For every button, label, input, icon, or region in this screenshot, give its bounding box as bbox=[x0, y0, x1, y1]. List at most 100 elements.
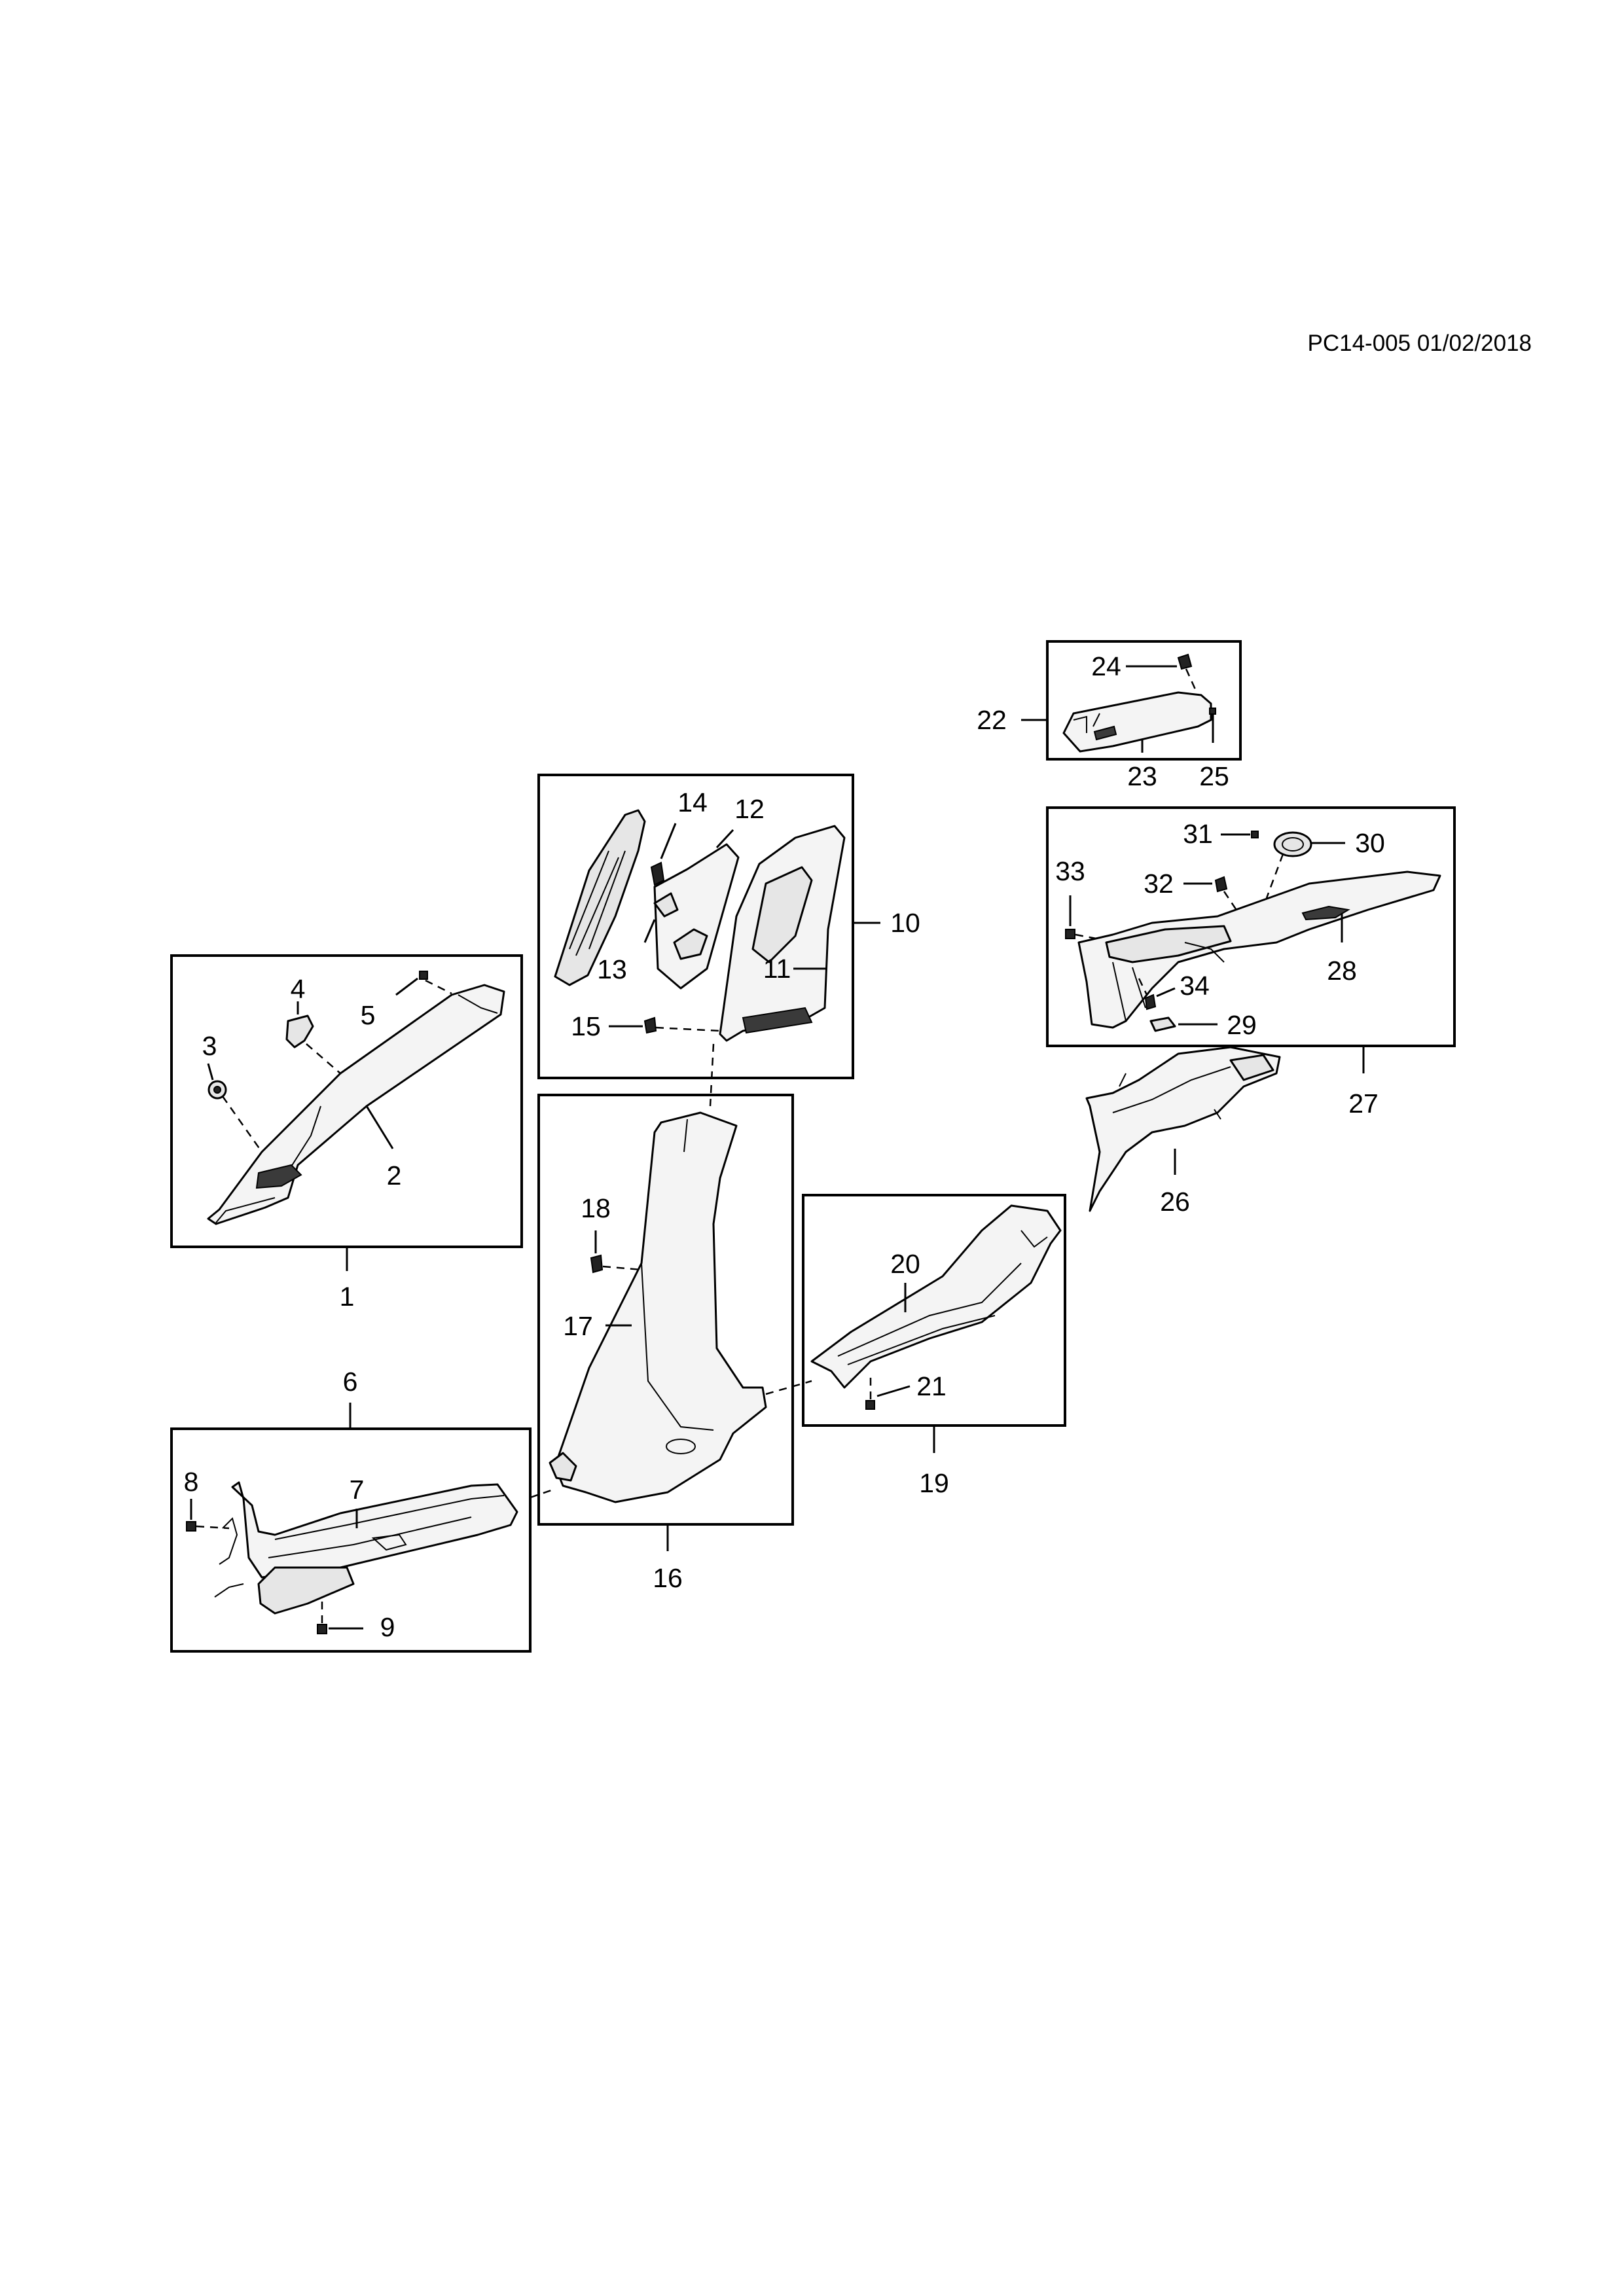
fastener-25 bbox=[1209, 708, 1216, 715]
fastener-5 bbox=[419, 971, 428, 980]
callout-2[interactable]: 2 bbox=[387, 1160, 402, 1191]
trim-26-tabs bbox=[1119, 1073, 1221, 1120]
leader-2 bbox=[365, 1105, 394, 1149]
b-pillar-upper-cover-12 bbox=[653, 843, 740, 990]
callout-29[interactable]: 29 bbox=[1227, 1010, 1257, 1040]
group-a-pillar-trim: 1 2 3 4 5 bbox=[170, 954, 523, 1312]
adjuster-rails bbox=[569, 850, 626, 956]
callout-8[interactable]: 8 bbox=[184, 1467, 199, 1497]
seatbelt-height-adjuster bbox=[554, 809, 646, 986]
clip-18 bbox=[590, 1254, 604, 1274]
speaker-30 bbox=[1273, 831, 1312, 857]
callout-1[interactable]: 1 bbox=[340, 1282, 355, 1312]
rear-sill-crease-lower bbox=[847, 1315, 996, 1365]
callout-31[interactable]: 31 bbox=[1183, 819, 1213, 849]
quarter-trim-edge bbox=[1184, 942, 1225, 963]
leader-3 bbox=[207, 1063, 214, 1081]
fastener-33 bbox=[1065, 929, 1075, 939]
dash-b-pillar-join bbox=[709, 1043, 715, 1107]
rear-sill-crease-upper bbox=[837, 1263, 1022, 1357]
lower-trim-top-ribs bbox=[651, 1119, 688, 1166]
a-pillar-trim-crease bbox=[287, 1105, 321, 1172]
lower-trim-hole bbox=[666, 1439, 696, 1454]
dash-30 bbox=[1265, 853, 1284, 899]
callout-21[interactable]: 21 bbox=[916, 1371, 947, 1401]
callout-16[interactable]: 16 bbox=[653, 1563, 683, 1593]
group-b-pillar-lower-trim: 16 17 18 bbox=[537, 1094, 794, 1593]
callout-34[interactable]: 34 bbox=[1180, 971, 1210, 1001]
callout-15[interactable]: 15 bbox=[571, 1011, 601, 1041]
clip-34 bbox=[1144, 994, 1157, 1011]
a-pillar-trim-lower-edge bbox=[215, 1197, 276, 1223]
speaker-30-cone bbox=[1282, 837, 1304, 852]
group-front-sill-trim: 6 7 8 9 bbox=[170, 1367, 532, 1653]
callout-11[interactable]: 11 bbox=[763, 954, 791, 984]
callout-10[interactable]: 10 bbox=[890, 908, 920, 938]
a-pillar-speaker-grille bbox=[255, 1164, 302, 1189]
clip-32 bbox=[1214, 876, 1228, 893]
callout-22[interactable]: 22 bbox=[977, 705, 1007, 735]
trim-retainer-4 bbox=[285, 1014, 314, 1049]
callout-24[interactable]: 24 bbox=[1091, 651, 1121, 681]
callout-23[interactable]: 23 bbox=[1127, 761, 1157, 791]
fastener-8 bbox=[186, 1521, 196, 1532]
callout-14[interactable]: 14 bbox=[677, 787, 708, 817]
dash-4 bbox=[306, 1043, 341, 1074]
group-rear-quarter-trim: 27 28 29 34 33 bbox=[1046, 806, 1456, 1119]
callout-13[interactable]: 13 bbox=[597, 954, 627, 984]
kick-panel-lower bbox=[257, 1566, 355, 1615]
callout-5[interactable]: 5 bbox=[361, 1000, 376, 1030]
dash-18 bbox=[602, 1265, 642, 1271]
callout-17[interactable]: 17 bbox=[563, 1311, 593, 1341]
trim-23-grille bbox=[1093, 725, 1117, 741]
leader-12 bbox=[715, 829, 734, 849]
trim-23-bracket bbox=[1073, 713, 1100, 733]
dash-5 bbox=[425, 979, 452, 995]
callout-28[interactable]: 28 bbox=[1327, 956, 1357, 986]
rear-quarter-trim-panel bbox=[1077, 870, 1441, 1029]
dash-8 bbox=[196, 1525, 230, 1530]
trim-26-end-cap bbox=[1229, 1054, 1274, 1081]
group-rear-sill-trim: 19 20 21 bbox=[802, 1194, 1066, 1498]
trim-11-vent bbox=[742, 1007, 813, 1034]
sill-trim-notch bbox=[371, 1534, 407, 1551]
group-22-frame bbox=[1046, 640, 1242, 761]
callout-32[interactable]: 32 bbox=[1144, 869, 1174, 899]
callout-25[interactable]: 25 bbox=[1199, 761, 1229, 791]
group-16-frame bbox=[537, 1094, 794, 1526]
callout-9[interactable]: 9 bbox=[380, 1612, 395, 1642]
callout-4[interactable]: 4 bbox=[291, 974, 306, 1004]
leader-5 bbox=[395, 977, 418, 996]
trim-26-panel bbox=[1085, 1046, 1281, 1212]
dash-15 bbox=[655, 1026, 721, 1032]
fastener-31 bbox=[1251, 831, 1259, 838]
leader-13 bbox=[643, 919, 656, 943]
callout-26[interactable]: 26 bbox=[1160, 1187, 1190, 1217]
sill-trim-crease-upper bbox=[274, 1495, 505, 1540]
quarter-trim-lower-ribs bbox=[1112, 961, 1146, 1022]
callout-6[interactable]: 6 bbox=[343, 1367, 358, 1397]
a-pillar-trim-top-edge bbox=[458, 994, 498, 1014]
callout-3[interactable]: 3 bbox=[202, 1031, 217, 1061]
dash-32 bbox=[1223, 891, 1238, 912]
callout-7[interactable]: 7 bbox=[350, 1475, 365, 1505]
callout-12[interactable]: 12 bbox=[734, 794, 765, 824]
dash-24 bbox=[1185, 668, 1199, 696]
kick-panel-bracket bbox=[214, 1583, 244, 1598]
callout-18[interactable]: 18 bbox=[581, 1193, 611, 1223]
callout-19[interactable]: 19 bbox=[919, 1468, 949, 1498]
callout-20[interactable]: 20 bbox=[890, 1249, 920, 1279]
sill-trim-crease-lower bbox=[268, 1516, 472, 1558]
leader-21 bbox=[876, 1385, 911, 1397]
trim-26-crease bbox=[1112, 1066, 1231, 1113]
rear-quarter-lower-trim-26: 26 bbox=[1085, 1046, 1281, 1217]
group-upper-rear-trim: 22 23 24 25 bbox=[977, 640, 1242, 791]
quarter-trim-cup-holder bbox=[1105, 925, 1232, 963]
callout-30[interactable]: 30 bbox=[1355, 828, 1385, 858]
callout-27[interactable]: 27 bbox=[1348, 1088, 1379, 1119]
cover-12-opening bbox=[673, 928, 708, 960]
callout-33[interactable]: 33 bbox=[1055, 856, 1085, 886]
group-27-frame bbox=[1046, 806, 1456, 1047]
a-pillar-trim-panel bbox=[207, 984, 505, 1225]
